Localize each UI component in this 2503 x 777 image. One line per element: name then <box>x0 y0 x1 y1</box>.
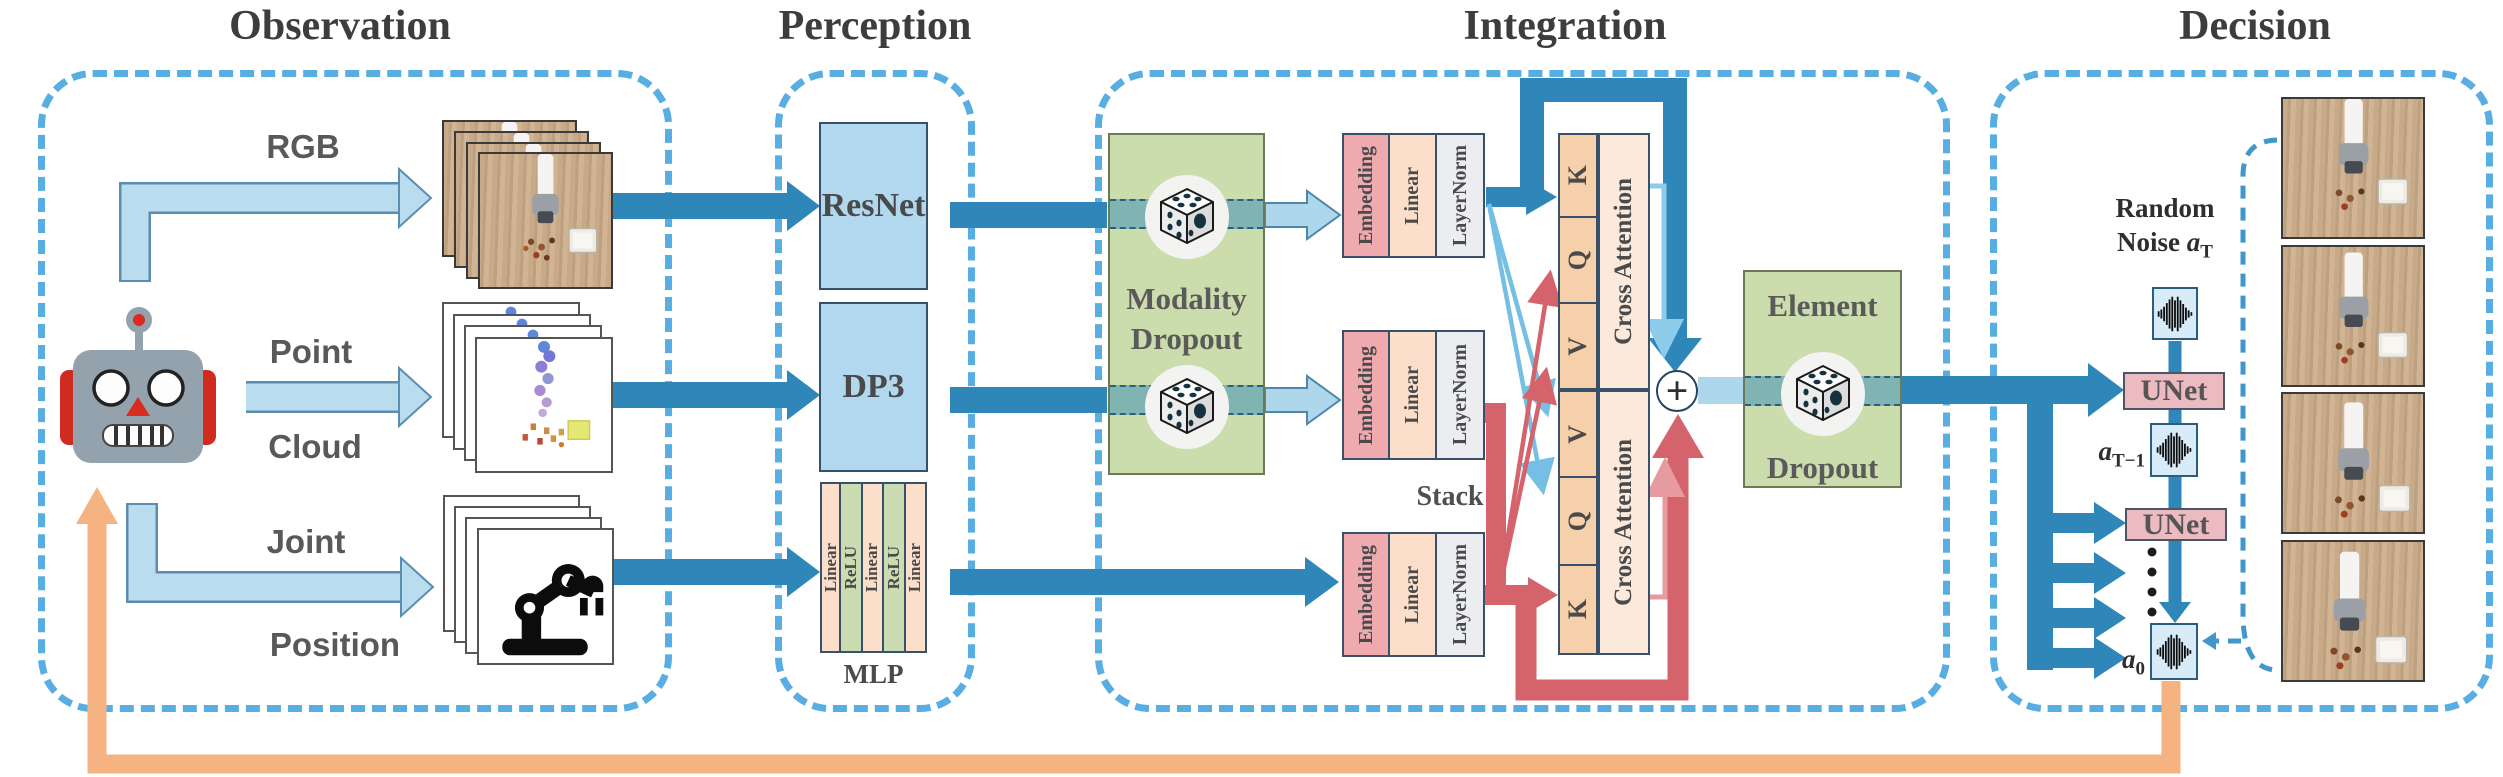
result-frame <box>2281 540 2425 682</box>
cloud-to-value1-line <box>1497 366 1558 587</box>
attention1-output-line <box>1644 183 1684 359</box>
dp3-block: DP3 <box>819 302 928 472</box>
feedback-arrow <box>76 487 2181 774</box>
robot-arm-icon <box>502 563 604 656</box>
action-a0-box <box>2150 623 2198 680</box>
rgb-scene <box>2330 551 2408 670</box>
position-label: Position <box>269 626 401 663</box>
embedding-cell: Embedding <box>1342 330 1390 460</box>
robot-icon <box>53 298 223 468</box>
dropout-exit-arrow-cloud <box>1264 374 1342 426</box>
rgb-label: RGB <box>266 128 340 165</box>
dropout-exit-arrow-rgb <box>1264 189 1342 241</box>
embedding-block-cloud: Embedding Linear LayerNorm <box>1342 330 1485 460</box>
rgb-image-stack <box>442 120 614 290</box>
cross-attention-kqv-bottom: V Q K <box>1558 390 1598 655</box>
dice-icon <box>1779 350 1867 443</box>
action-aT1-box <box>2150 423 2198 477</box>
observation-title: Observation <box>229 3 451 49</box>
result-frame <box>2281 97 2425 239</box>
rgb-scene <box>2335 99 2409 210</box>
mlp-layer: Linear <box>820 482 842 653</box>
cloud-key-path <box>1485 403 1704 701</box>
embedding-cell: Embedding <box>1342 133 1390 258</box>
joint-position-stack <box>443 495 615 669</box>
random-noise-label: Random Noise aT <box>2115 193 2215 263</box>
result-frame <box>2281 392 2425 534</box>
embedding-block-rgb: Embedding Linear LayerNorm <box>1342 133 1485 258</box>
rollout-bracket-arrowhead <box>2202 632 2216 650</box>
joint-label: Joint <box>266 523 346 560</box>
mlp-label: MLP <box>843 659 904 689</box>
stack-label: Stack <box>1416 481 1484 512</box>
cloud-to-query1-line <box>1497 269 1563 587</box>
linear-cell: Linear <box>1390 330 1437 460</box>
joint-arrow <box>126 503 435 619</box>
rgb-arrow <box>119 166 433 282</box>
point-label: Point <box>269 333 353 370</box>
modality-dropout-label-line2: Dropout <box>1130 321 1243 356</box>
plus-to-element-band <box>1698 377 1745 404</box>
point-cloud-scene <box>522 340 591 448</box>
modality-dropout-label-line1: Modality <box>1126 281 1247 316</box>
rgb-to-query2-line <box>1486 203 1555 496</box>
unet-block-top: UNet <box>2123 372 2225 410</box>
rgb-scene <box>523 154 598 261</box>
add-node: + <box>1656 370 1698 412</box>
layernorm-cell: LayerNorm <box>1437 330 1485 460</box>
element-dropout-box: Element Dropout <box>1743 270 1902 488</box>
rollout-bracket <box>2216 137 2278 673</box>
embedding-cell: Embedding <box>1342 532 1390 657</box>
action-aT-box <box>2152 287 2198 340</box>
mlp-block: Linear ReLU Linear ReLU Linear <box>820 482 927 653</box>
mlp-to-embedding-arrow <box>950 557 1339 607</box>
cross-attention-bottom-label: Cross Attention <box>1598 390 1650 655</box>
waveform-icon <box>2156 634 2192 669</box>
element-dropout-label-line1: Element <box>1767 288 1878 323</box>
dice-icon <box>1143 173 1231 266</box>
value-cell: V <box>1558 390 1598 478</box>
mlp-layer: Linear <box>905 482 927 653</box>
condition-branch-arrows <box>2042 502 2126 679</box>
query-cell: Q <box>1558 478 1598 566</box>
action-a0-label: a0 <box>2122 644 2145 680</box>
ellipsis-dots <box>2147 547 2157 617</box>
cloud-label: Cloud <box>268 428 362 465</box>
value-cell: V <box>1558 304 1598 390</box>
cross-attention-top-label: Cross Attention <box>1598 133 1650 390</box>
embedding-block-joint: Embedding Linear LayerNorm <box>1342 532 1485 657</box>
rgb-scene <box>2334 402 2411 518</box>
point-cloud-arrow <box>246 365 433 429</box>
result-frame <box>2281 245 2425 387</box>
rgb-scene <box>2335 252 2409 364</box>
element-dropout-label-line2: Dropout <box>1766 450 1879 485</box>
query-cell: Q <box>1558 218 1598 304</box>
key-cell: K <box>1558 133 1598 218</box>
perception-title: Perception <box>778 3 972 49</box>
action-aT1-label: aT−1 <box>2098 436 2146 472</box>
point-cloud-stack <box>442 302 614 474</box>
resnet-block: ResNet <box>819 122 928 290</box>
mlp-layer: ReLU <box>841 482 863 653</box>
waveform-icon <box>2157 296 2193 331</box>
layernorm-cell: LayerNorm <box>1437 133 1485 258</box>
element-to-unet-arrow <box>1902 363 2124 417</box>
key-cell: K <box>1558 566 1598 655</box>
linear-cell: Linear <box>1390 532 1437 657</box>
attention2-output-line <box>1645 457 1685 600</box>
unet-block-bottom: UNet <box>2125 508 2227 541</box>
mlp-layer: ReLU <box>884 482 906 653</box>
integration-title: Integration <box>1463 3 1667 49</box>
dice-icon <box>1143 363 1231 456</box>
modality-dropout-box: Modality Dropout <box>1108 133 1265 475</box>
linear-cell: Linear <box>1390 133 1437 258</box>
denoise-chain-lines <box>2159 341 2191 623</box>
mlp-layer: Linear <box>862 482 885 653</box>
decision-title: Decision <box>2179 3 2331 49</box>
cross-attention-kqv-top: K Q V <box>1558 133 1598 390</box>
rgb-to-value2-line <box>1486 203 1556 418</box>
waveform-icon <box>2156 432 2192 468</box>
layernorm-cell: LayerNorm <box>1437 532 1485 657</box>
